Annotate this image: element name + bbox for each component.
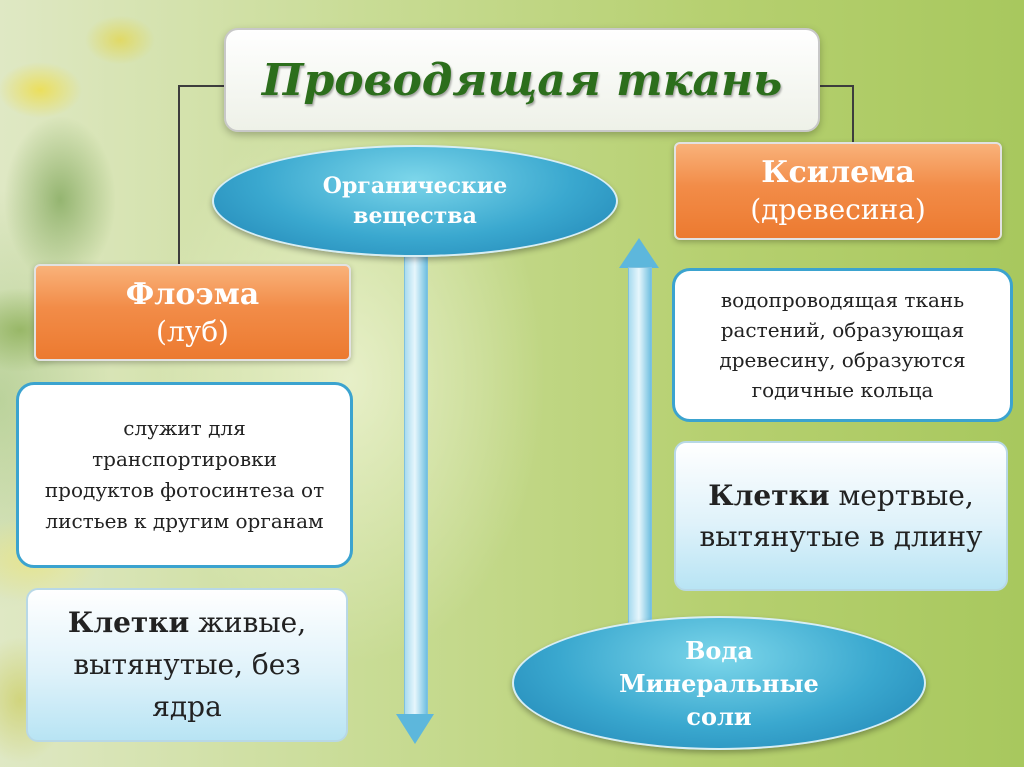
phloem-description-box: служит для транспортировки продуктов фот… (16, 382, 353, 568)
phloem-cells: Клетки живые, вытянутые, без ядра (47, 602, 327, 728)
arrow-up-shaft (628, 267, 652, 629)
connector-left-vertical (178, 85, 180, 265)
connector-left-horizontal (178, 85, 226, 87)
xylem-description-box: водопроводящая ткань растений, образующа… (672, 268, 1013, 422)
arrow-up-head (619, 238, 659, 268)
xylem-cells-label: Клетки (708, 479, 830, 512)
organic-substances-ellipse: Органические вещества (212, 145, 618, 257)
page-title: Проводящая ткань (261, 54, 783, 106)
xylem-header: Ксилема (древесина) (674, 142, 1002, 240)
title-box: Проводящая ткань (224, 28, 820, 132)
phloem-alt-name: (луб) (156, 314, 229, 348)
xylem-cells: Клетки мертвые, вытянутые в длину (691, 475, 991, 557)
xylem-description: водопроводящая ткань растений, образующа… (719, 288, 966, 402)
phloem-cells-label: Клетки (67, 606, 190, 639)
arrow-down-head (396, 714, 434, 744)
xylem-cells-text: мертвые, вытянутые в длину (699, 479, 983, 553)
connector-right-vertical (852, 85, 854, 145)
phloem-description: служит для транспортировки продуктов фот… (44, 416, 325, 533)
water-minerals-ellipse: Вода Минеральные соли (512, 616, 926, 750)
xylem-cells-box: Клетки мертвые, вытянутые в длину (674, 441, 1008, 591)
phloem-cells-box: Клетки живые, вытянутые, без ядра (26, 588, 348, 742)
xylem-alt-name: (древесина) (750, 193, 926, 226)
organic-substances-text: Органические вещества (322, 173, 508, 229)
water-text: Вода (685, 635, 753, 665)
minerals-text: Минеральные соли (619, 668, 819, 731)
connector-right-horizontal (814, 85, 854, 87)
phloem-header: Флоэма (луб) (34, 264, 351, 361)
xylem-name: Ксилема (761, 155, 915, 190)
phloem-cells-text: живые, вытянутые, без ядра (73, 606, 307, 723)
phloem-name: Флоэма (125, 276, 260, 312)
arrow-down-shaft (404, 240, 428, 717)
